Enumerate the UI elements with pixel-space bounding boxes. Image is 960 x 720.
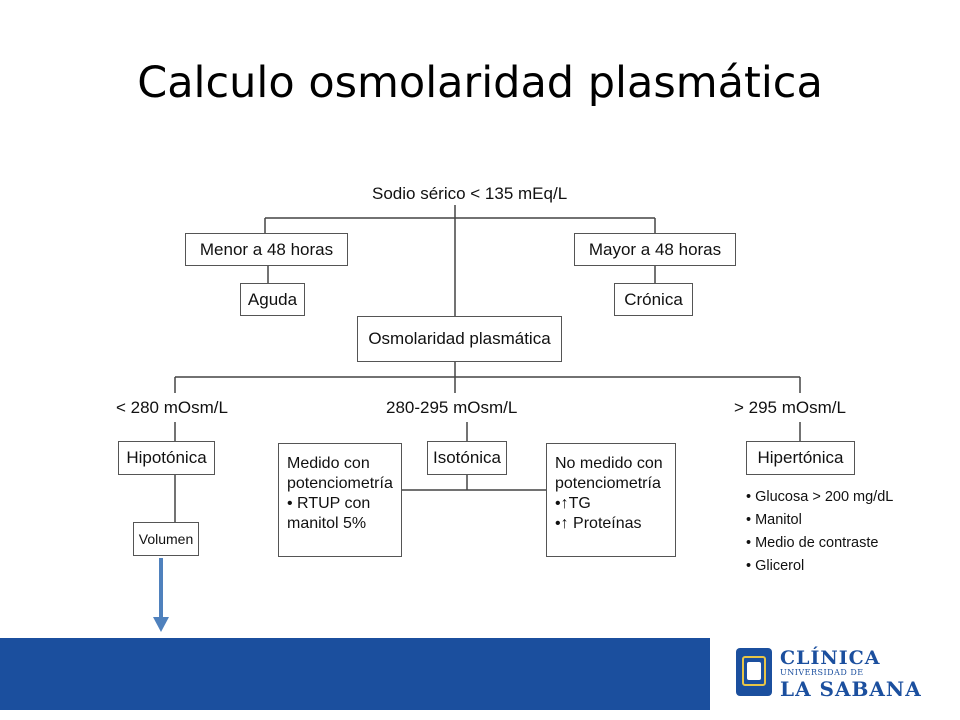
measured-line: manitol 5% xyxy=(287,515,367,532)
down-arrow xyxy=(153,558,169,632)
range-mid-label: 280-295 mOsm/L xyxy=(386,398,518,417)
root-label: Sodio sérico < 135 mEq/L xyxy=(372,184,568,203)
not-measured-line: potenciometría xyxy=(555,475,661,492)
not-measured-box: No medido con potenciometría •↑TG •↑ Pro… xyxy=(546,443,676,557)
shield-seal-icon xyxy=(736,648,772,696)
acute-box: Aguda xyxy=(240,283,305,316)
logo-text: CLÍNICA UNIVERSIDAD DE LA SABANA xyxy=(780,648,922,700)
logo-line-1: CLÍNICA xyxy=(780,647,881,669)
not-measured-line: •↑ Proteínas xyxy=(555,515,642,532)
cause-item: • Glicerol xyxy=(746,558,805,574)
isotonic-box: Isotónica xyxy=(427,441,507,475)
volume-box: Volumen xyxy=(133,522,199,556)
cause-item: • Medio de contraste xyxy=(746,535,879,551)
measured-line: Medido con xyxy=(287,455,370,472)
less-48-box: Menor a 48 horas xyxy=(185,233,348,266)
connector-lines xyxy=(174,205,801,522)
clinic-logo: CLÍNICA UNIVERSIDAD DE LA SABANA xyxy=(710,638,932,710)
logo-line-2: UNIVERSIDAD DE xyxy=(780,668,864,677)
measured-box: Medido con potenciometría • RTUP con man… xyxy=(278,443,402,557)
more-48-box: Mayor a 48 horas xyxy=(574,233,736,266)
hypotonic-box: Hipotónica xyxy=(118,441,215,475)
range-high-label: > 295 mOsm/L xyxy=(734,398,846,417)
range-low-label: < 280 mOsm/L xyxy=(116,398,228,417)
chronic-box: Crónica xyxy=(614,283,693,316)
footer-bar: CLÍNICA UNIVERSIDAD DE LA SABANA xyxy=(0,638,932,710)
osm-box: Osmolaridad plasmática xyxy=(357,316,562,362)
hypertonic-causes-list: • Glucosa > 200 mg/dL • Manitol • Medio … xyxy=(746,486,893,578)
not-measured-line: •↑TG xyxy=(555,495,591,512)
cause-item: • Glucosa > 200 mg/dL xyxy=(746,489,894,505)
logo-line-3: LA SABANA xyxy=(780,677,922,701)
measured-line: • RTUP con xyxy=(287,495,371,512)
slide-title: Calculo osmolaridad plasmática xyxy=(137,58,823,108)
measured-line: potenciometría xyxy=(287,475,393,492)
cause-item: • Manitol xyxy=(746,512,802,528)
hypertonic-box: Hipertónica xyxy=(746,441,855,475)
not-measured-line: No medido con xyxy=(555,455,663,472)
